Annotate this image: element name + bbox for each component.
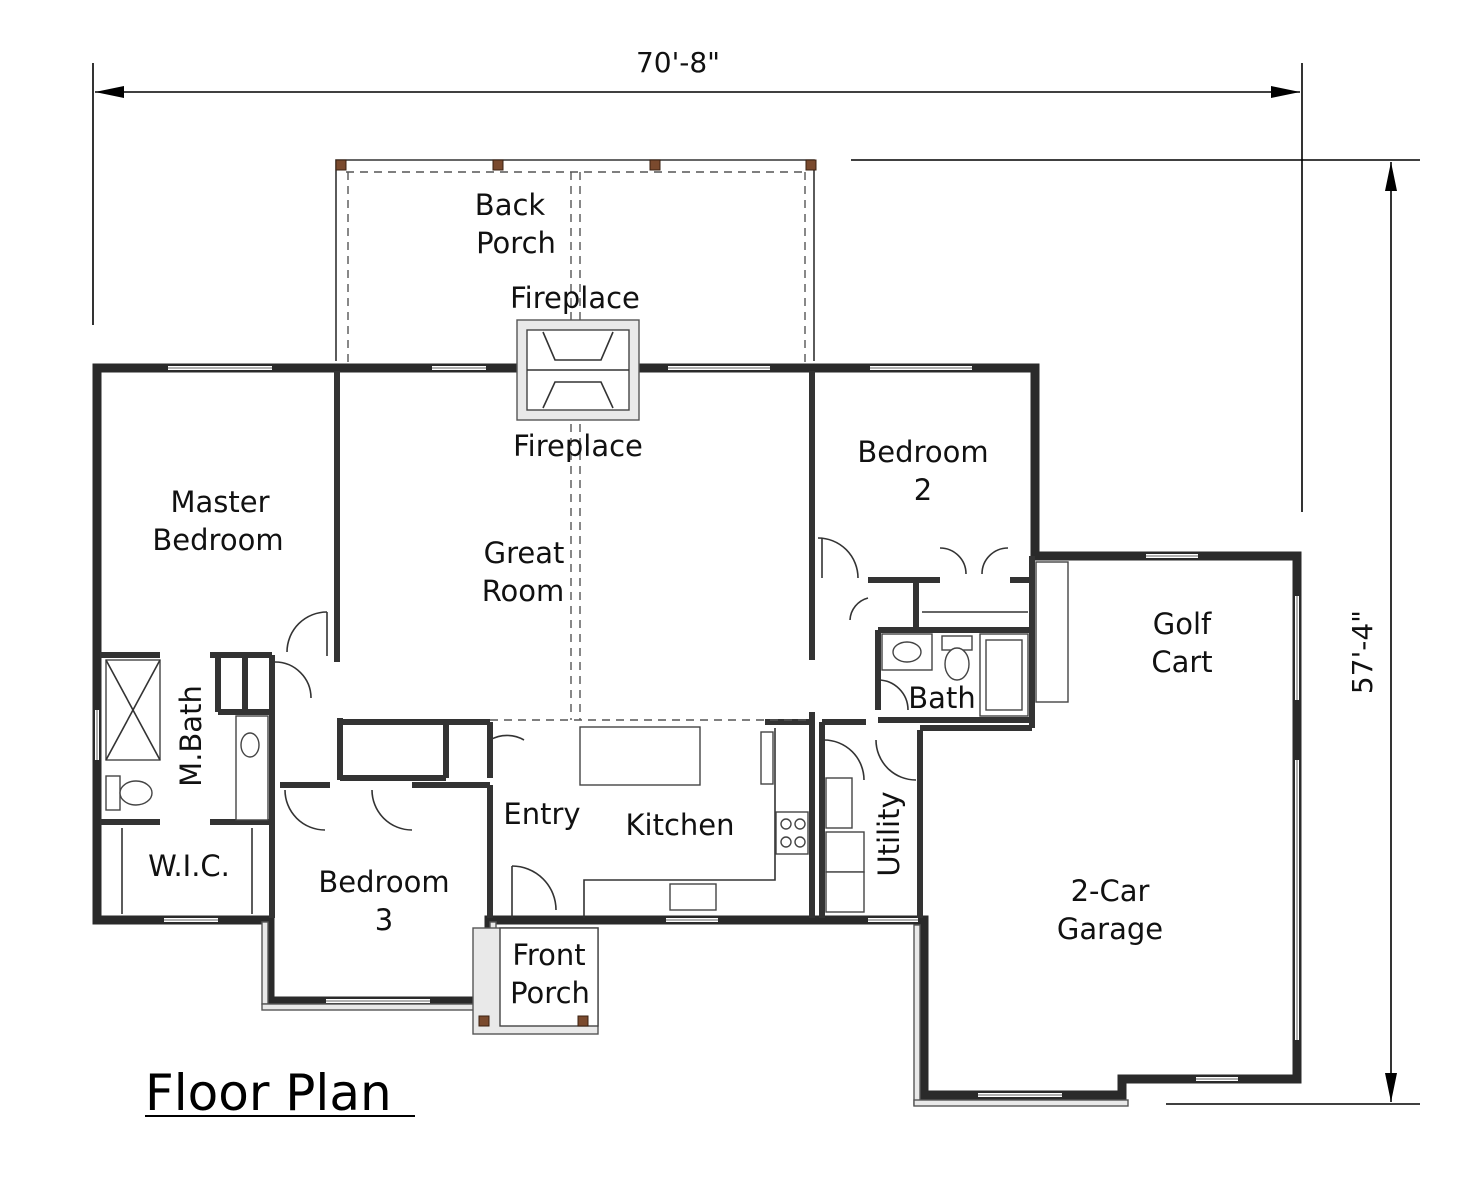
bedroom-2-label-2: 2 [914,473,932,507]
golf-cart-label-2: Cart [1151,645,1212,679]
fireplace-indoor-label: Fireplace [513,429,643,463]
fireplace-outdoor-label: Fireplace [510,281,640,315]
garage-label-2: Garage [1057,912,1163,946]
back-porch-label-1: Back [475,188,546,222]
back-porch [335,159,817,720]
bedroom-3-label-1: Bedroom [318,865,449,899]
kitchen-label: Kitchen [626,808,735,842]
great-room-label-1: Great [484,536,565,570]
front-porch-label-1: Front [512,938,585,972]
interior-walls [100,371,1035,918]
entry-label: Entry [503,797,580,831]
width-label: 70'-8" [636,46,720,79]
room-labels: Back Porch Fireplace Fireplace Master Be… [148,188,1213,1010]
exterior-walls [92,363,1302,1107]
depth-dimension: 57'-4" [851,159,1420,1105]
fireplace [516,319,640,421]
master-bedroom-label-1: Master [170,485,269,519]
garage-label-1: 2-Car [1071,874,1150,908]
bedroom-2-label-1: Bedroom [857,435,988,469]
front-porch [472,927,599,1035]
bedroom-3-label-2: 3 [375,903,393,937]
front-porch-label-2: Porch [510,976,590,1010]
depth-label: 57'-4" [1346,610,1379,694]
wic-label: W.I.C. [148,849,230,883]
bath-label: Bath [908,681,975,715]
doors [274,537,1009,918]
m-bath-label: M.Bath [174,685,208,787]
fixtures [105,561,1069,918]
plan-title: Floor Plan [145,1064,415,1122]
great-room-label-2: Room [482,574,565,608]
width-dimension: 70'-8" [92,46,1303,512]
back-porch-label-2: Porch [476,226,556,260]
golf-cart-label-1: Golf [1153,607,1212,641]
plan-title-text: Floor Plan [145,1064,392,1122]
master-bedroom-label-2: Bedroom [152,523,283,557]
utility-label: Utility [872,791,906,876]
